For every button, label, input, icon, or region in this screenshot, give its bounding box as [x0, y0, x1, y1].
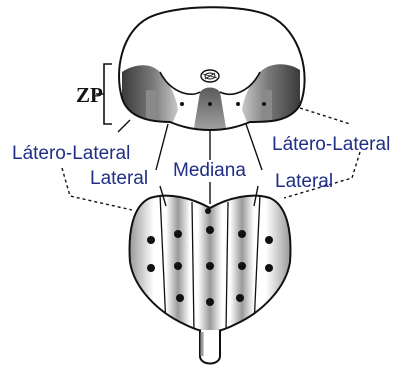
biopsy-point-icon	[238, 262, 246, 270]
biopsy-point-icon	[205, 208, 211, 214]
zp-label: ZP	[76, 83, 103, 107]
biopsy-point-icon	[265, 236, 273, 244]
label-latero-lateral-left: Látero-Lateral	[12, 143, 130, 164]
biopsy-point-icon	[174, 262, 182, 270]
biopsy-point-icon	[265, 264, 273, 272]
biopsy-point-icon	[238, 230, 246, 238]
biopsy-point-icon	[206, 226, 214, 234]
biopsy-point-icon	[147, 264, 155, 272]
biopsy-point-icon	[206, 262, 214, 270]
biopsy-point-icon	[236, 294, 244, 302]
label-lateral-left: Lateral	[90, 168, 148, 189]
biopsy-point-icon	[176, 294, 184, 302]
biopsy-point-icon	[174, 230, 182, 238]
label-mediana: Mediana	[173, 160, 246, 181]
urethra-icon	[201, 70, 219, 82]
biopsy-point-icon	[147, 236, 155, 244]
label-latero-lateral-right: Látero-Lateral	[272, 134, 390, 155]
biopsy-point-icon	[206, 298, 214, 306]
label-lateral-right: Lateral	[275, 171, 333, 192]
